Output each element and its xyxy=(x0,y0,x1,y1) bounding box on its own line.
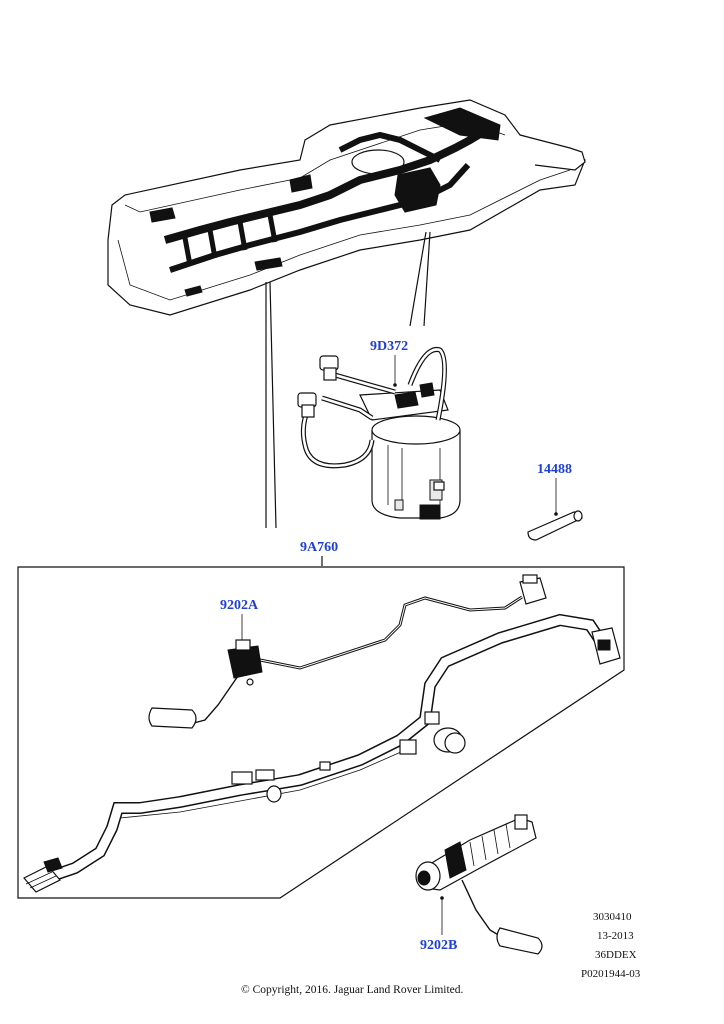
fuel-level-sender-b xyxy=(415,814,543,955)
callout-9202b[interactable]: 9202B xyxy=(420,938,457,953)
copyright-notice: © Copyright, 2016. Jaguar Land Rover Lim… xyxy=(241,984,464,996)
reference-illustration-id: P0201944-03 xyxy=(581,968,641,980)
reference-code: 36DDEX xyxy=(595,949,637,961)
wiring-harness xyxy=(23,613,621,893)
fuel-tank xyxy=(107,99,586,316)
clamp-part xyxy=(527,510,583,541)
reference-number: 3030410 xyxy=(593,911,632,923)
reference-date: 13-2013 xyxy=(597,930,634,942)
callout-14488[interactable]: 14488 xyxy=(537,462,572,477)
callout-9d372[interactable]: 9D372 xyxy=(370,339,408,354)
kit-frame xyxy=(17,566,625,899)
fuel-level-sender-a xyxy=(148,574,547,729)
fuel-pump-module xyxy=(297,346,461,520)
callout-9a760[interactable]: 9A760 xyxy=(300,540,338,555)
callout-9202a[interactable]: 9202A xyxy=(220,598,259,613)
leader-dot-9202b xyxy=(440,896,444,900)
leader-dot-9d372 xyxy=(393,383,397,387)
leader-dot-14488 xyxy=(554,512,558,516)
reference-block: 3030410 13-2013 36DDEX P0201944-03 xyxy=(581,911,641,980)
leader-lines-tank xyxy=(265,231,431,529)
